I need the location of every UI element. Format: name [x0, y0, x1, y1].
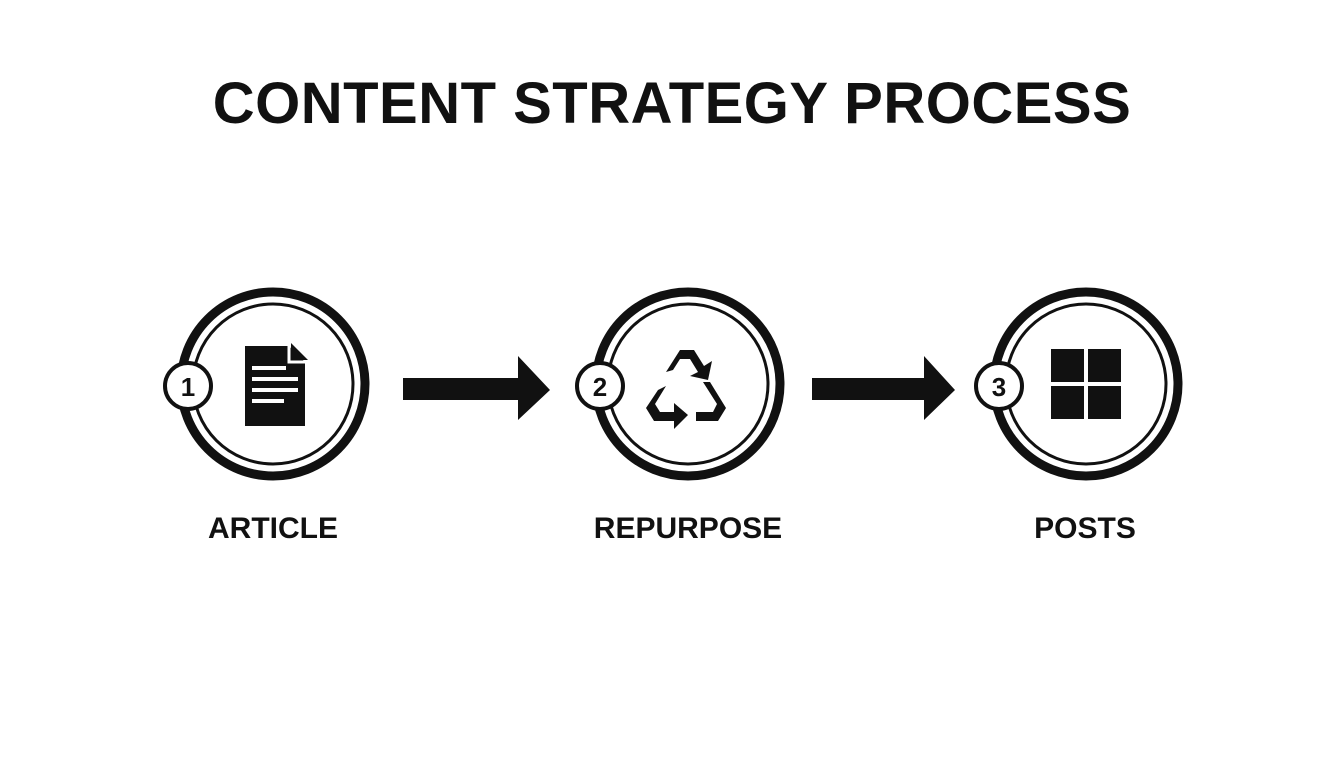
step-3-number-badge: 3	[974, 361, 1024, 411]
step-1-number-badge: 1	[163, 361, 213, 411]
step-2-label: REPURPOSE	[593, 512, 783, 545]
page-title: CONTENT STRATEGY PROCESS	[212, 71, 1132, 136]
recycle-icon	[646, 350, 726, 429]
step-3: 3	[974, 287, 1183, 481]
step-1-label: ARTICLE	[208, 512, 338, 545]
arrow-right-icon	[403, 356, 550, 420]
step-2-number: 2	[593, 372, 607, 402]
step-2: 2	[575, 287, 785, 481]
step-1: 1	[163, 287, 370, 481]
step-2-number-badge: 2	[575, 361, 625, 411]
grid-icon	[1051, 349, 1121, 419]
arrow-right-icon	[812, 356, 955, 420]
step-3-label: POSTS	[1034, 512, 1136, 545]
step-3-number: 3	[992, 372, 1006, 402]
document-icon	[245, 343, 308, 426]
step-1-number: 1	[181, 372, 195, 402]
